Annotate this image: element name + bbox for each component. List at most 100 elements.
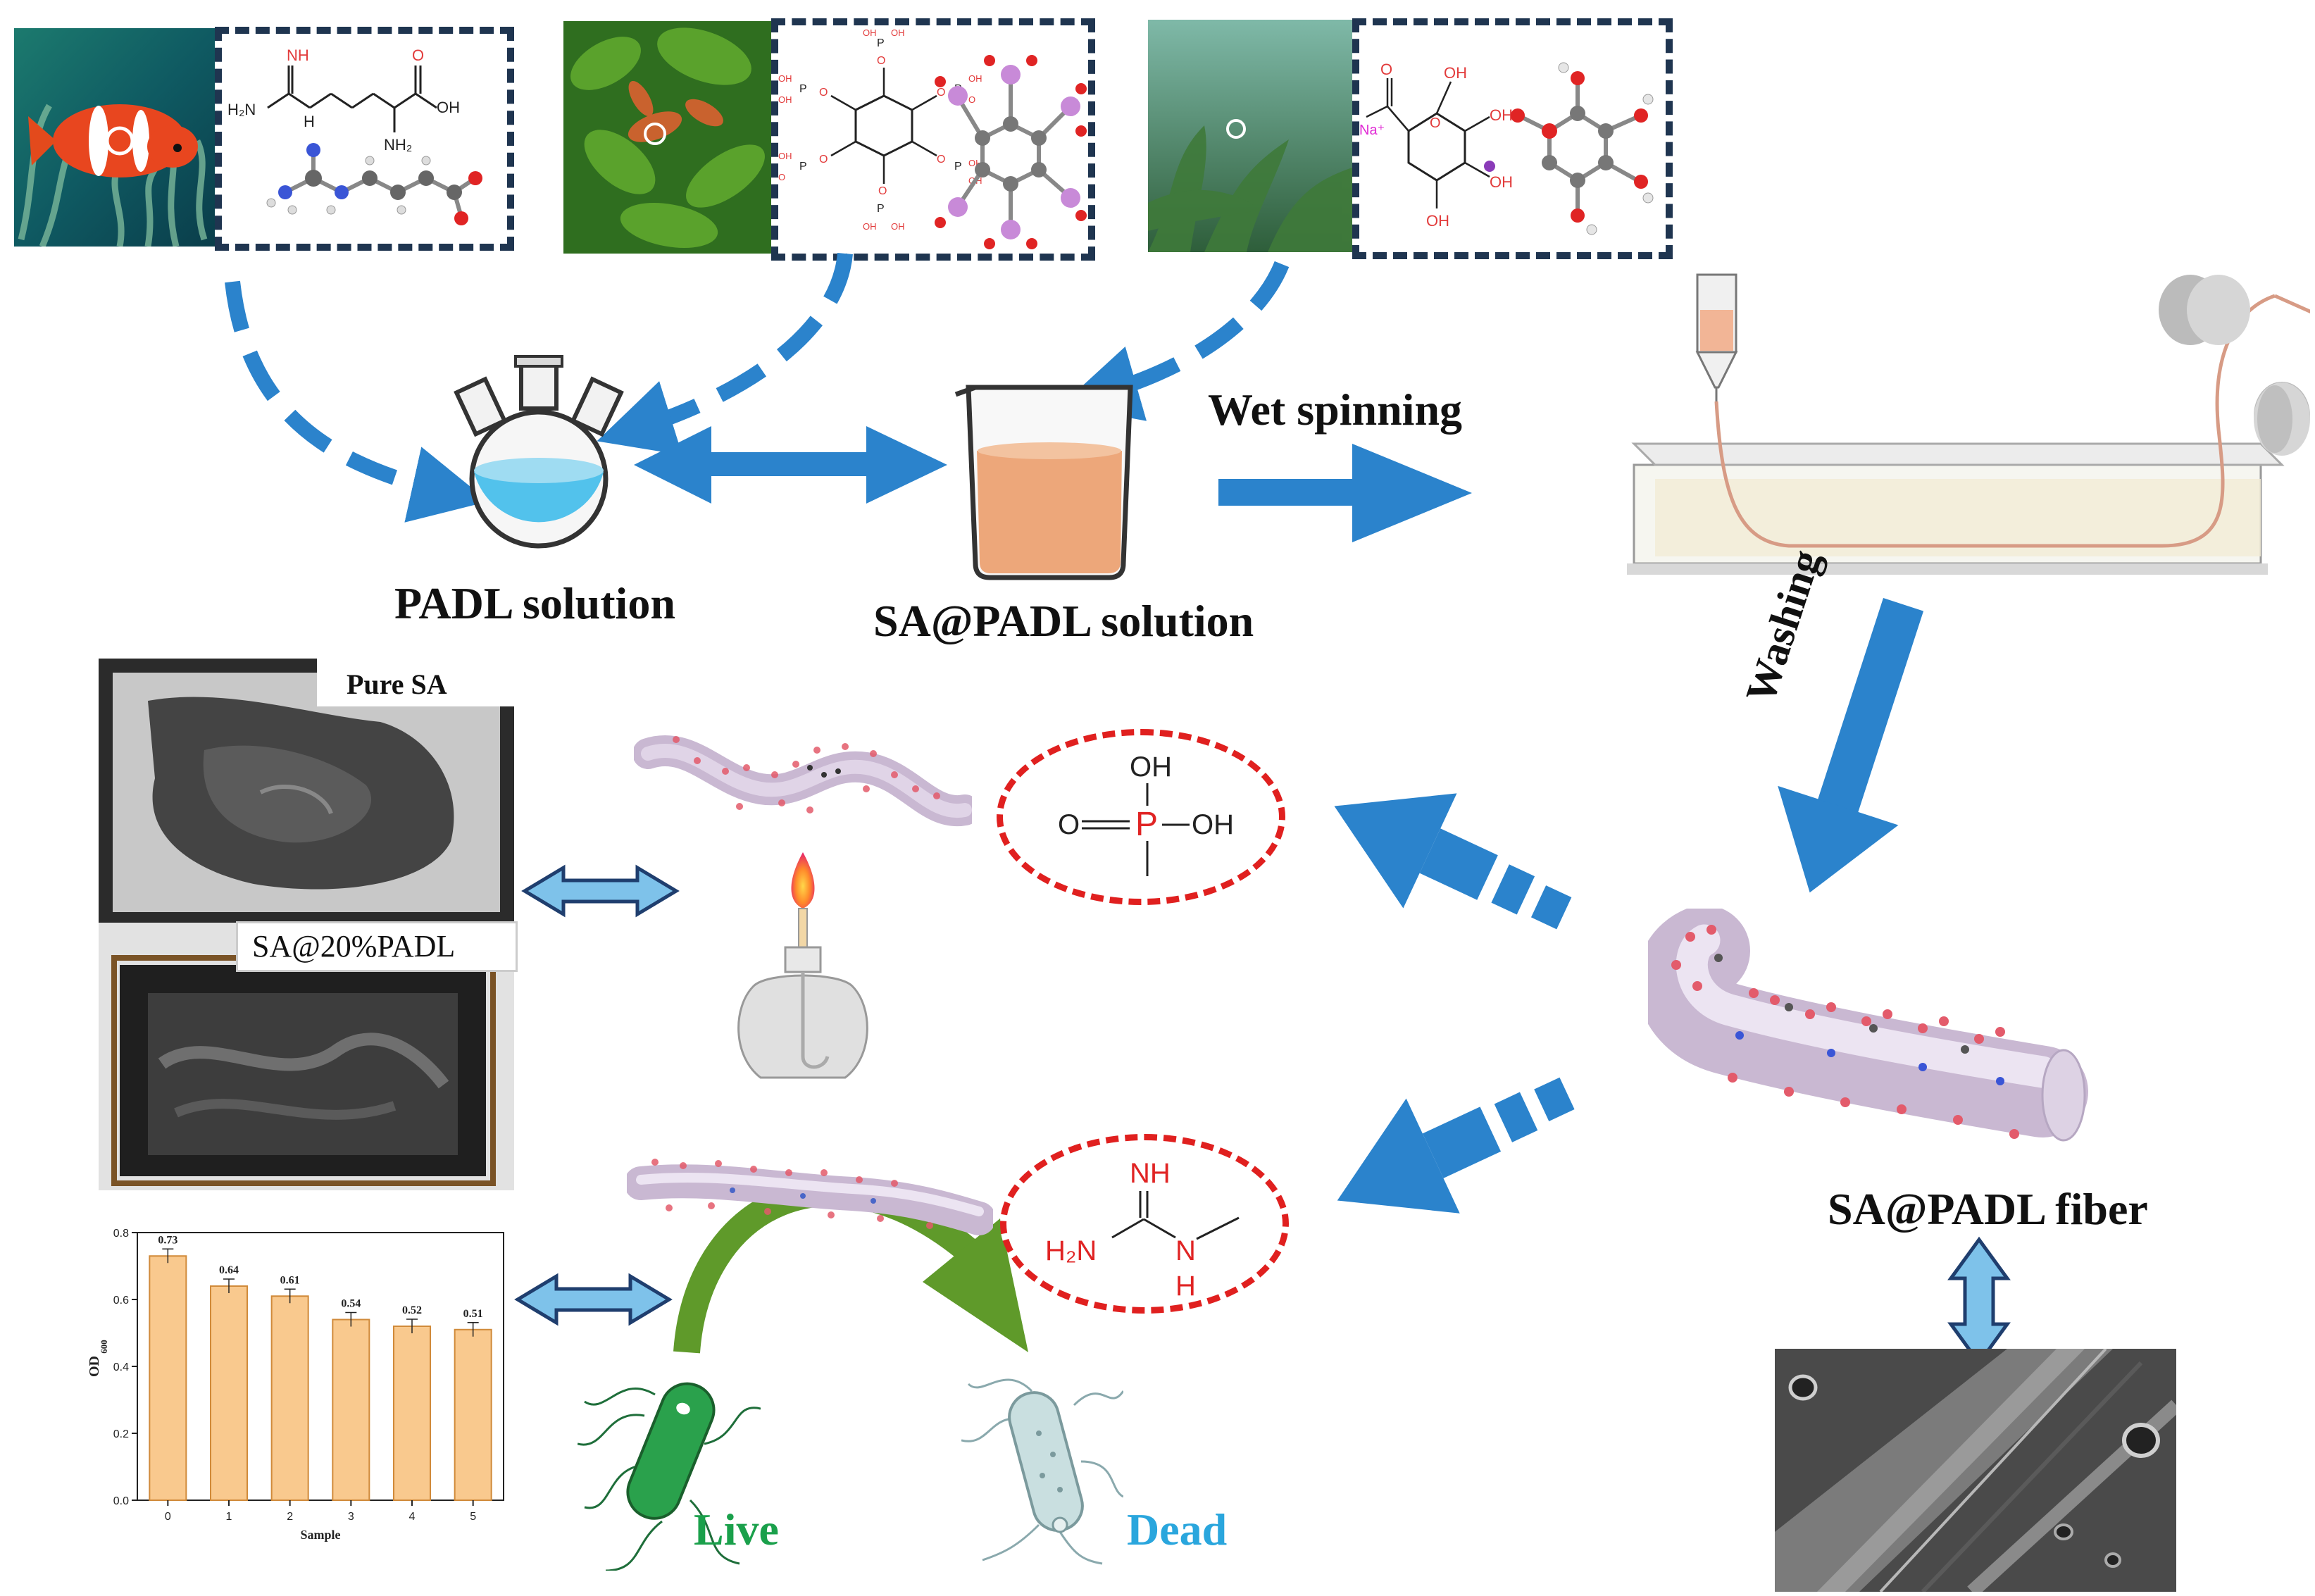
bar: [210, 1285, 248, 1501]
y-tick-label: 0.4: [113, 1361, 129, 1373]
svg-text:OH: OH: [778, 151, 792, 161]
arrow-to-phosphate: [1334, 793, 1572, 930]
svg-text:P: P: [799, 161, 807, 173]
straight-fiber-illustration: [624, 1141, 996, 1247]
x-axis-label: Sample: [300, 1528, 340, 1542]
svg-text:P: P: [954, 161, 962, 173]
y-tick-label: 0.6: [113, 1295, 129, 1307]
arginine-structure-box: NH H₂N H O OH NH₂: [215, 27, 514, 251]
bacterium-icon: [577, 1359, 761, 1572]
oh-top-label: OH: [1130, 752, 1172, 783]
x-tick-label: 5: [470, 1511, 476, 1523]
h2n-label: H₂N: [227, 101, 256, 118]
bar: [270, 1295, 309, 1501]
bar: [149, 1255, 187, 1501]
sem-image: [1775, 1349, 2176, 1592]
sa-20-padl-label-box: [236, 921, 518, 972]
na-label: Na⁺: [1359, 123, 1385, 138]
svg-text:O: O: [1380, 61, 1392, 78]
wet-spinning-label: Wet spinning: [1208, 385, 1463, 435]
double-arrow-sem: [1947, 1236, 2011, 1366]
pure-sa-label-box: [317, 659, 514, 706]
nh-label: NH: [287, 46, 309, 64]
double-arrow-antibacterial: [514, 1273, 673, 1326]
sa-padl-solution-label: SA@PADL solution: [873, 596, 1254, 646]
live-label: Live: [694, 1504, 779, 1554]
data-label: 0.61: [280, 1274, 300, 1286]
take-up-roller: [2254, 380, 2310, 458]
clownfish-photo: [14, 28, 218, 247]
arrow-to-guanidine: [1337, 1077, 1575, 1214]
n-label: N: [1175, 1235, 1196, 1266]
bar: [454, 1328, 492, 1501]
svg-text:O: O: [968, 94, 975, 105]
p-label: P: [1135, 806, 1158, 843]
seaweed-photo: [1148, 20, 1352, 252]
data-label: 0.51: [463, 1308, 483, 1320]
padl-solution-label: PADL solution: [394, 578, 675, 628]
double-arrow-flask-beaker: [634, 426, 947, 504]
data-label: 0.73: [158, 1234, 177, 1246]
oh-label: OH: [863, 27, 877, 38]
alginate-structure-box: O O Na⁺ OH OH OH OH: [1352, 18, 1673, 259]
x-tick-label: 3: [348, 1511, 354, 1523]
svg-text:O: O: [937, 154, 945, 166]
guanidine-group-oval: NH H₂N N H: [1000, 1134, 1289, 1314]
svg-text:OH: OH: [1490, 173, 1513, 191]
x-tick-label: 4: [409, 1511, 416, 1523]
svg-text:OH: OH: [1426, 212, 1449, 230]
pure-sa-burn-photo: [99, 659, 514, 923]
chart-frame: [137, 1232, 504, 1501]
bar: [393, 1326, 431, 1501]
nh-label: NH: [1130, 1158, 1171, 1189]
x-tick-label: 1: [226, 1511, 232, 1523]
wet-spinning-apparatus: [1627, 268, 2315, 592]
svg-text:OH: OH: [891, 27, 905, 38]
x-tick-label: 0: [165, 1511, 171, 1523]
dashed-arrow-plant: [597, 252, 853, 456]
sa-padl-fiber-label: SA@PADL fiber: [1828, 1184, 2148, 1234]
x-tick-label: 2: [287, 1511, 293, 1523]
y-tick-label: 0.8: [113, 1228, 129, 1240]
svg-text:O: O: [778, 172, 785, 182]
burning-fiber-illustration: [632, 718, 980, 838]
svg-text:OH: OH: [778, 73, 792, 84]
pure-sa-label: Pure SA: [347, 668, 447, 700]
dashed-arrow-seaweed: [1061, 261, 1290, 421]
svg-text:O: O: [819, 154, 828, 166]
svg-text:P: P: [799, 83, 807, 95]
sa-20-padl-label: SA@20%PADL: [252, 929, 456, 964]
dashed-arrow-clownfish: [225, 280, 489, 523]
beaker-icon: [954, 373, 1144, 585]
h2n-label: H₂N: [1045, 1235, 1097, 1266]
washing-arrow: [1778, 598, 1924, 893]
plant-leaves-photo: [563, 21, 775, 254]
oh-right-label: OH: [1192, 809, 1234, 840]
dead-bacterium-icon: [961, 1349, 1125, 1567]
svg-text:OH: OH: [778, 94, 792, 105]
h-label: H: [1175, 1271, 1196, 1302]
chart-svg: 0.00.20.40.60.80.7300.6410.6120.5430.524…: [87, 1228, 504, 1542]
svg-text:O: O: [1430, 116, 1441, 131]
h-label: H: [304, 113, 315, 130]
p-label: P: [877, 37, 885, 49]
svg-text:O: O: [878, 185, 887, 197]
oh-label: OH: [1444, 64, 1467, 82]
double-arrow-flame-test: [521, 864, 680, 918]
svg-text:OH: OH: [968, 73, 982, 84]
svg-text:O: O: [937, 87, 945, 99]
o-label: O: [412, 46, 424, 64]
svg-text:OH: OH: [863, 221, 877, 232]
bar: [332, 1318, 370, 1501]
sa-padl-fiber-illustration: [1636, 905, 2113, 1176]
y-tick-label: 0.2: [113, 1428, 129, 1440]
data-label: 0.54: [341, 1298, 361, 1310]
svg-text:O: O: [819, 87, 828, 99]
three-neck-flask-icon: [451, 352, 627, 549]
o-label: O: [1058, 809, 1080, 840]
data-label: 0.64: [219, 1264, 239, 1276]
dead-label: Dead: [1127, 1504, 1228, 1554]
oh-label: OH: [437, 99, 460, 116]
